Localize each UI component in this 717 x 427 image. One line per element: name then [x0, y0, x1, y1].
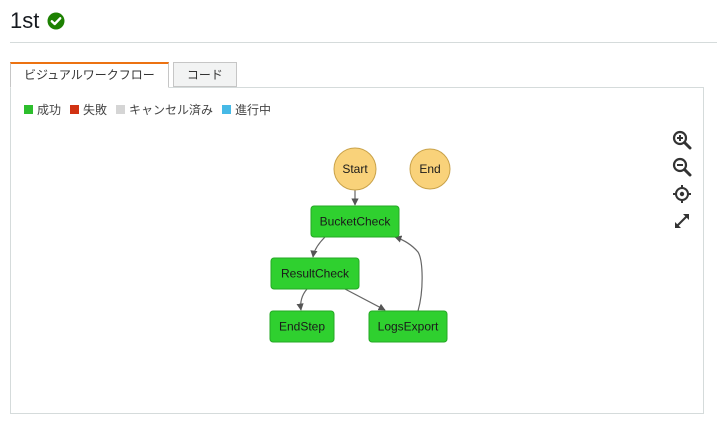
zoom-out-button[interactable]	[671, 155, 693, 179]
legend-swatch	[116, 105, 126, 114]
legend-label: 失敗	[83, 103, 108, 117]
legend-item-in-progress: 進行中	[222, 101, 271, 118]
workflow-node-resultcheck[interactable]: ResultCheck	[270, 257, 360, 290]
workflow-node-bucketcheck[interactable]: BucketCheck	[310, 205, 400, 238]
zoom-out-icon	[672, 157, 692, 177]
legend-swatch	[24, 105, 33, 114]
workflow-node-start[interactable]: Start	[333, 147, 377, 191]
legend-item-cancelled: キャンセル済み	[116, 101, 213, 118]
workflow-node-end[interactable]: End	[409, 148, 451, 190]
legend-item-failed: 失敗	[70, 101, 107, 118]
legend-label: 進行中	[235, 103, 272, 117]
center-button[interactable]	[671, 182, 693, 206]
check-circle-icon	[47, 12, 65, 30]
edge-logsexport-to-bucketcheck	[394, 235, 423, 312]
node-label: End	[419, 162, 440, 176]
edge-resultcheck-to-endstep	[296, 288, 308, 311]
zoom-in-button[interactable]	[671, 128, 693, 152]
status-legend: 成功 失敗 キャンセル済み 進行中	[24, 101, 280, 118]
legend-label: キャンセル済み	[129, 103, 214, 117]
node-label: Start	[342, 162, 368, 176]
workflow-panel	[10, 87, 704, 414]
edge-bucketcheck-to-resultcheck	[310, 236, 326, 258]
zoom-controls	[671, 128, 693, 236]
workflow-node-endstep[interactable]: EndStep	[269, 310, 335, 343]
tab-code[interactable]: コード	[172, 62, 237, 87]
center-icon	[673, 185, 691, 203]
node-label: ResultCheck	[281, 267, 350, 281]
workflow-node-logsexport[interactable]: LogsExport	[368, 310, 448, 343]
tab-bar: ビジュアルワークフロー コード	[10, 62, 241, 88]
node-shape	[368, 310, 448, 343]
page-header: 1st	[10, 6, 65, 36]
legend-swatch	[70, 105, 80, 114]
node-label: EndStep	[279, 320, 325, 334]
header-divider	[10, 42, 717, 43]
node-shape	[333, 147, 377, 191]
node-label: LogsExport	[378, 320, 439, 334]
zoom-in-icon	[672, 130, 692, 150]
edge-resultcheck-to-logsexport	[344, 288, 386, 311]
tab-visual-workflow[interactable]: ビジュアルワークフロー	[10, 62, 169, 88]
page-title: 1st	[10, 8, 40, 33]
legend-item-success: 成功	[24, 101, 61, 118]
node-shape	[269, 310, 335, 343]
legend-label: 成功	[37, 103, 62, 117]
node-shape	[270, 257, 360, 290]
legend-swatch	[222, 105, 232, 114]
fullscreen-icon	[675, 214, 689, 228]
node-shape	[409, 148, 451, 190]
node-shape	[310, 205, 400, 238]
fullscreen-button[interactable]	[671, 209, 693, 233]
node-label: BucketCheck	[320, 215, 392, 229]
